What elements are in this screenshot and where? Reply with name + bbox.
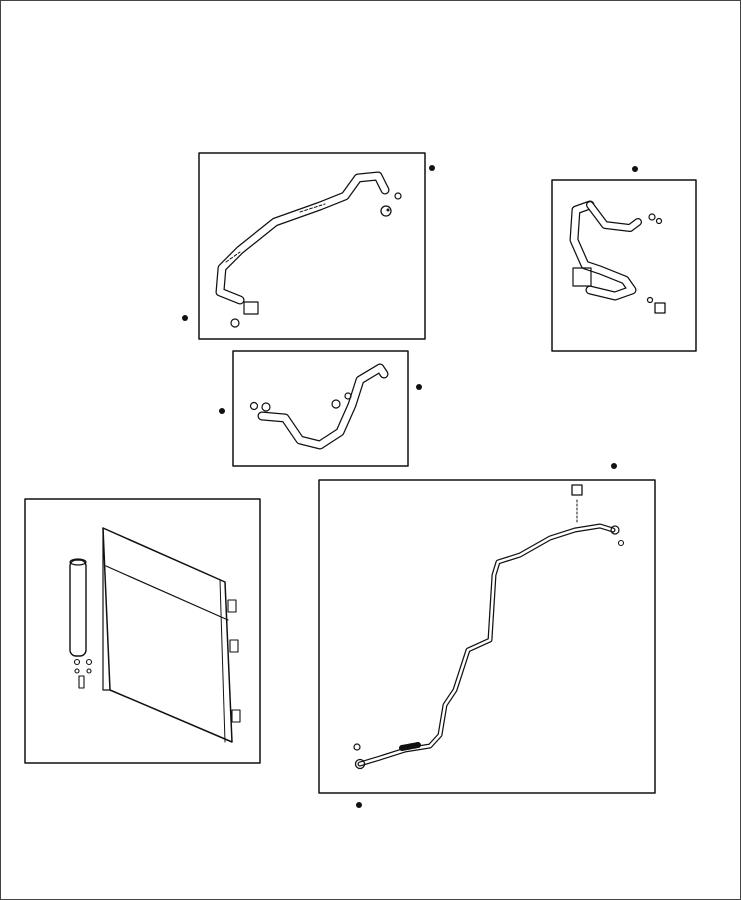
panel-discharge-line [232, 350, 409, 467]
callout-d [416, 384, 422, 390]
panel-suction-line-rear [551, 179, 697, 352]
callout-g [356, 802, 362, 808]
panel-liquid-line [318, 479, 656, 794]
panel-condenser [24, 498, 261, 764]
callout-a [429, 165, 435, 171]
callout-b [632, 166, 638, 172]
callout-h [386, 208, 390, 212]
callout-e [219, 408, 225, 414]
callout-f [611, 463, 617, 469]
callout-c [182, 315, 188, 321]
panel-suction-line-upper [198, 152, 426, 340]
